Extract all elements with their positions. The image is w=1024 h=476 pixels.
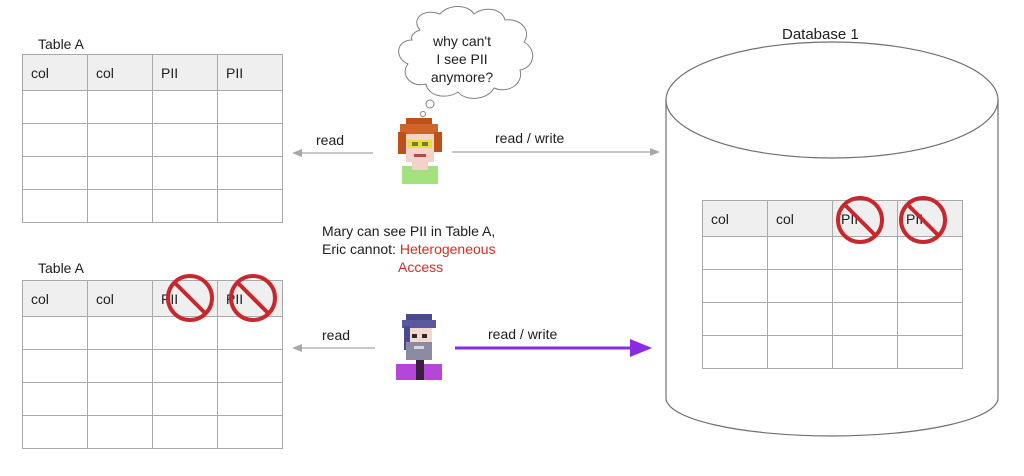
table-top: col col PII PII xyxy=(22,54,283,223)
eric-write-label: read / write xyxy=(488,326,558,342)
eric-read-label: read xyxy=(322,327,351,343)
table-bottom-title: Table A xyxy=(38,260,84,276)
caption-prefix: Eric cannot: xyxy=(322,241,400,257)
table-row xyxy=(22,123,283,157)
table-row xyxy=(22,415,283,449)
table-row xyxy=(22,156,283,190)
database-table-header: col xyxy=(767,200,833,237)
table-row xyxy=(22,189,283,223)
table-bottom-header: col xyxy=(87,280,153,317)
caption: Mary can see PII in Table A, Eric cannot… xyxy=(322,222,496,276)
table-row xyxy=(702,236,963,270)
thought-bubble-small xyxy=(425,99,435,109)
no-pii-icon xyxy=(166,274,214,322)
no-pii-icon xyxy=(229,274,277,322)
eric-write-arrowhead xyxy=(630,339,652,357)
thought-line: I see PII xyxy=(436,51,488,67)
caption-line-1: Mary can see PII in Table A, xyxy=(322,223,496,239)
thought-text: why can't I see PII anymore? xyxy=(412,32,512,86)
table-row xyxy=(22,90,283,124)
table-top-header: PII xyxy=(152,54,218,91)
no-pii-icon xyxy=(836,196,884,244)
table-top-title: Table A xyxy=(38,36,84,52)
mary-write-label: read / write xyxy=(495,130,565,146)
mary-avatar xyxy=(398,118,442,184)
caption-line-2: Eric cannot: Heterogeneous xyxy=(322,240,496,258)
table-bottom-header: col xyxy=(22,280,88,317)
mary-write-arrowhead xyxy=(650,148,660,156)
table-row xyxy=(702,302,963,336)
table-row xyxy=(702,335,963,369)
thought-cloud xyxy=(398,6,534,99)
thought-bubble-tiny xyxy=(420,111,426,117)
eric-read-arrowhead xyxy=(292,344,302,352)
table-row xyxy=(22,349,283,383)
caption-highlight-2: Access xyxy=(398,259,444,275)
table-row xyxy=(22,316,283,350)
table-row xyxy=(22,382,283,416)
table-top-header: col xyxy=(22,54,88,91)
eric-avatar xyxy=(396,314,442,380)
caption-line-3: Access xyxy=(322,258,496,276)
table-row xyxy=(702,269,963,303)
no-pii-icon xyxy=(899,196,947,244)
database-cylinder-top xyxy=(665,41,999,159)
database-title: Database 1 xyxy=(782,26,859,43)
mary-read-arrowhead xyxy=(292,149,302,157)
mary-read-label: read xyxy=(316,132,345,148)
table-bottom: col col PII PII xyxy=(22,280,283,449)
thought-line: why can't xyxy=(433,33,491,49)
database-table-header: PII xyxy=(832,200,898,237)
caption-highlight: Heterogeneous xyxy=(399,241,496,257)
table-top-header: col xyxy=(87,54,153,91)
table-top-header: PII xyxy=(217,54,283,91)
thought-line: anymore? xyxy=(430,69,494,85)
